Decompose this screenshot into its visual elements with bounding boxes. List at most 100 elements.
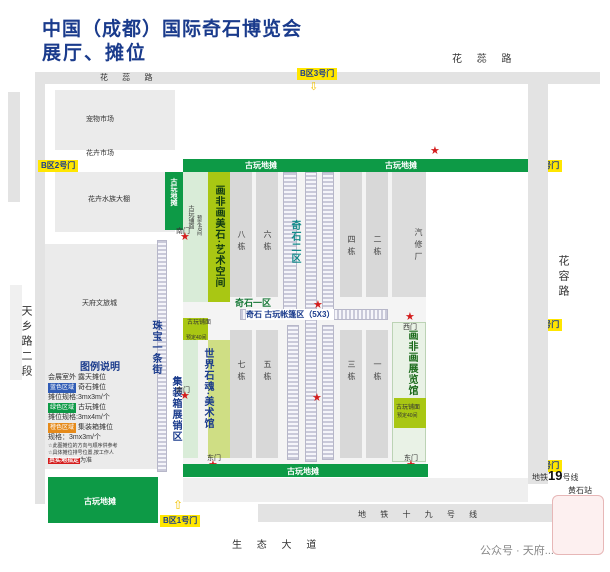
zone-2-label: 奇石二区 [289, 220, 300, 264]
road-huarong: 花容路 [557, 255, 569, 300]
antique-shop-b: 古玩铺面 [187, 320, 212, 326]
legend-line3: 摊位规格:3mx4m/个 [48, 414, 110, 421]
right-road-strip [528, 84, 548, 484]
street-bar-label: 奇石 古玩帐篷区（5X3） [246, 309, 335, 320]
star-marker-icon: ★ [430, 145, 440, 157]
legend: 图例说明 会展室外 露天摊位 蓝色区域奇石摊位 摊位规格:3mx3m/个 绿色区… [48, 358, 152, 465]
hall-1-label: 一栋 [373, 360, 382, 384]
hall-3[interactable] [340, 330, 362, 458]
hall-3-label: 三栋 [347, 360, 356, 384]
star-marker-icon: ★ [313, 299, 323, 311]
hall-7[interactable] [230, 330, 252, 458]
logo-stamp [552, 495, 604, 555]
far-left-building-2 [10, 285, 22, 380]
star-marker-icon: ★ [180, 231, 190, 243]
antique-shop-c-tag: 预定40间 [397, 413, 418, 419]
hall-8[interactable] [230, 172, 252, 297]
legend-title: 图例说明 [80, 362, 120, 373]
title-line1: 中国（成都）国际奇石博览会 [42, 19, 303, 40]
flower-aquarium-label: 花卉水族大棚 [88, 196, 130, 203]
legend-note3: 员实地指定为准 [48, 457, 152, 465]
antique-shop-a: 古玩铺面 [187, 205, 193, 229]
antique-bar-top [183, 159, 528, 172]
metro-prefix: 地铁 [532, 473, 548, 482]
lower-stripe-right [322, 325, 334, 460]
arrow-down-icon: ⇩ [309, 81, 319, 93]
art-space-block [208, 172, 230, 302]
zone2-stripe-right [322, 172, 334, 312]
legend-row-blue: 蓝色区域奇石摊位 [48, 383, 152, 393]
zone-1-label: 奇石一区 [235, 298, 272, 308]
door-south2-label: 南门 [176, 387, 190, 394]
antique-shop-b-block [183, 320, 198, 458]
metro-suffix: 号线 [562, 473, 579, 482]
star-marker-icon: ★ [180, 390, 190, 402]
legend-note3-highlight: 员实地指定 [48, 458, 81, 464]
car-factory-block [392, 172, 426, 297]
watermark: 公众号 · 天府... [480, 545, 554, 557]
hall-7-label: 七栋 [237, 360, 246, 384]
door-east-top-label: 东门 [404, 455, 418, 462]
hall-2[interactable] [366, 172, 388, 297]
car-factory-label: 汽修厂 [414, 228, 423, 264]
metro-station: 黄石站 [568, 486, 592, 495]
gate-b1[interactable]: B区1号门 [160, 515, 201, 527]
antique-bottom-left-block [48, 477, 158, 523]
hall-2-label: 二栋 [373, 235, 382, 259]
hall-6[interactable] [256, 172, 278, 297]
art-space-label: 画非画美石·艺术空间 [213, 185, 224, 289]
legend-tag-green-text: 古玩摊位 [78, 404, 107, 411]
antique-shop-a-tag: 预定40间 [196, 215, 202, 236]
hall-5[interactable] [256, 330, 278, 458]
hall-5-label: 五栋 [263, 360, 272, 384]
antique-top-label: 古玩地摊 [245, 161, 277, 170]
left-grey-strip [35, 84, 45, 504]
painting-hall-block [392, 322, 426, 462]
hall-1[interactable] [366, 330, 388, 458]
legend-line4: 规格：3mx3m/个 [48, 434, 101, 441]
lower-stripe-left [287, 325, 299, 460]
flower-aquarium-block [55, 172, 175, 232]
legend-tag-blue-text: 奇石摊位 [78, 384, 107, 391]
road-tianxiang: 天乡路二段 [20, 305, 32, 380]
road-shengtai: 生 态 大 道 [232, 540, 323, 551]
antique-left-small [165, 172, 183, 230]
antique-shop-b-tag: 预定40间 [186, 335, 207, 341]
metro-number: 19 [548, 468, 563, 483]
metro-badge: 地铁19号线 [532, 468, 578, 483]
zhubao-label: 珠宝一条街 [150, 320, 161, 375]
metro-label: 地 铁 十 九 号 线 [358, 510, 484, 519]
antique-shop-a-block [183, 172, 208, 302]
arrow-up-icon: ⇧ [173, 498, 184, 512]
legend-note2: ☆具体摊位排号位置,按工作人 [48, 450, 114, 456]
gate-b2[interactable]: B区2号门 [38, 160, 79, 172]
hall-4[interactable] [340, 172, 362, 297]
legend-tag-orange-text: 集装箱摊位 [78, 424, 114, 431]
antique-bar-bottom [183, 464, 428, 477]
zhubao-strip [157, 240, 167, 472]
lower-block [183, 478, 528, 502]
door-east-bottom-label: 东门 [207, 455, 221, 462]
antique-bottom-label: 古玩地摊 [287, 467, 319, 476]
gate-b3[interactable]: B区3号门 [297, 68, 338, 80]
stone-soul-label: 世界石魂·美术馆 [202, 348, 213, 430]
antique-shop-c-block [394, 398, 426, 428]
far-left-building [8, 92, 20, 202]
hall-6-label: 六栋 [263, 230, 272, 254]
stone-soul-block [208, 340, 230, 458]
star-marker-icon: ★ [312, 392, 322, 404]
antique-bottom-left-label: 古玩地摊 [84, 497, 116, 506]
antique-shop-b-head [183, 318, 208, 340]
tianfu-city-label: 天府文旅城 [82, 300, 117, 307]
star-marker-icon: ★ [405, 311, 415, 323]
legend-tag-green: 绿色区域 [48, 403, 77, 413]
door-west-label: 西门 [403, 324, 417, 331]
legend-tag-blue: 蓝色区域 [48, 383, 77, 393]
door-south-label: 南门 [176, 228, 190, 235]
pet-market-block [55, 90, 175, 150]
antique-left-small-label: 古玩地摊 [170, 178, 177, 206]
legend-note1: ☆此图摊位的方向与顺序供参考 [48, 443, 118, 449]
legend-row-green: 绿色区域古玩摊位 [48, 403, 152, 413]
legend-note3-tail: 为准 [80, 458, 93, 464]
legend-tag-orange: 橙色区域 [48, 423, 77, 433]
